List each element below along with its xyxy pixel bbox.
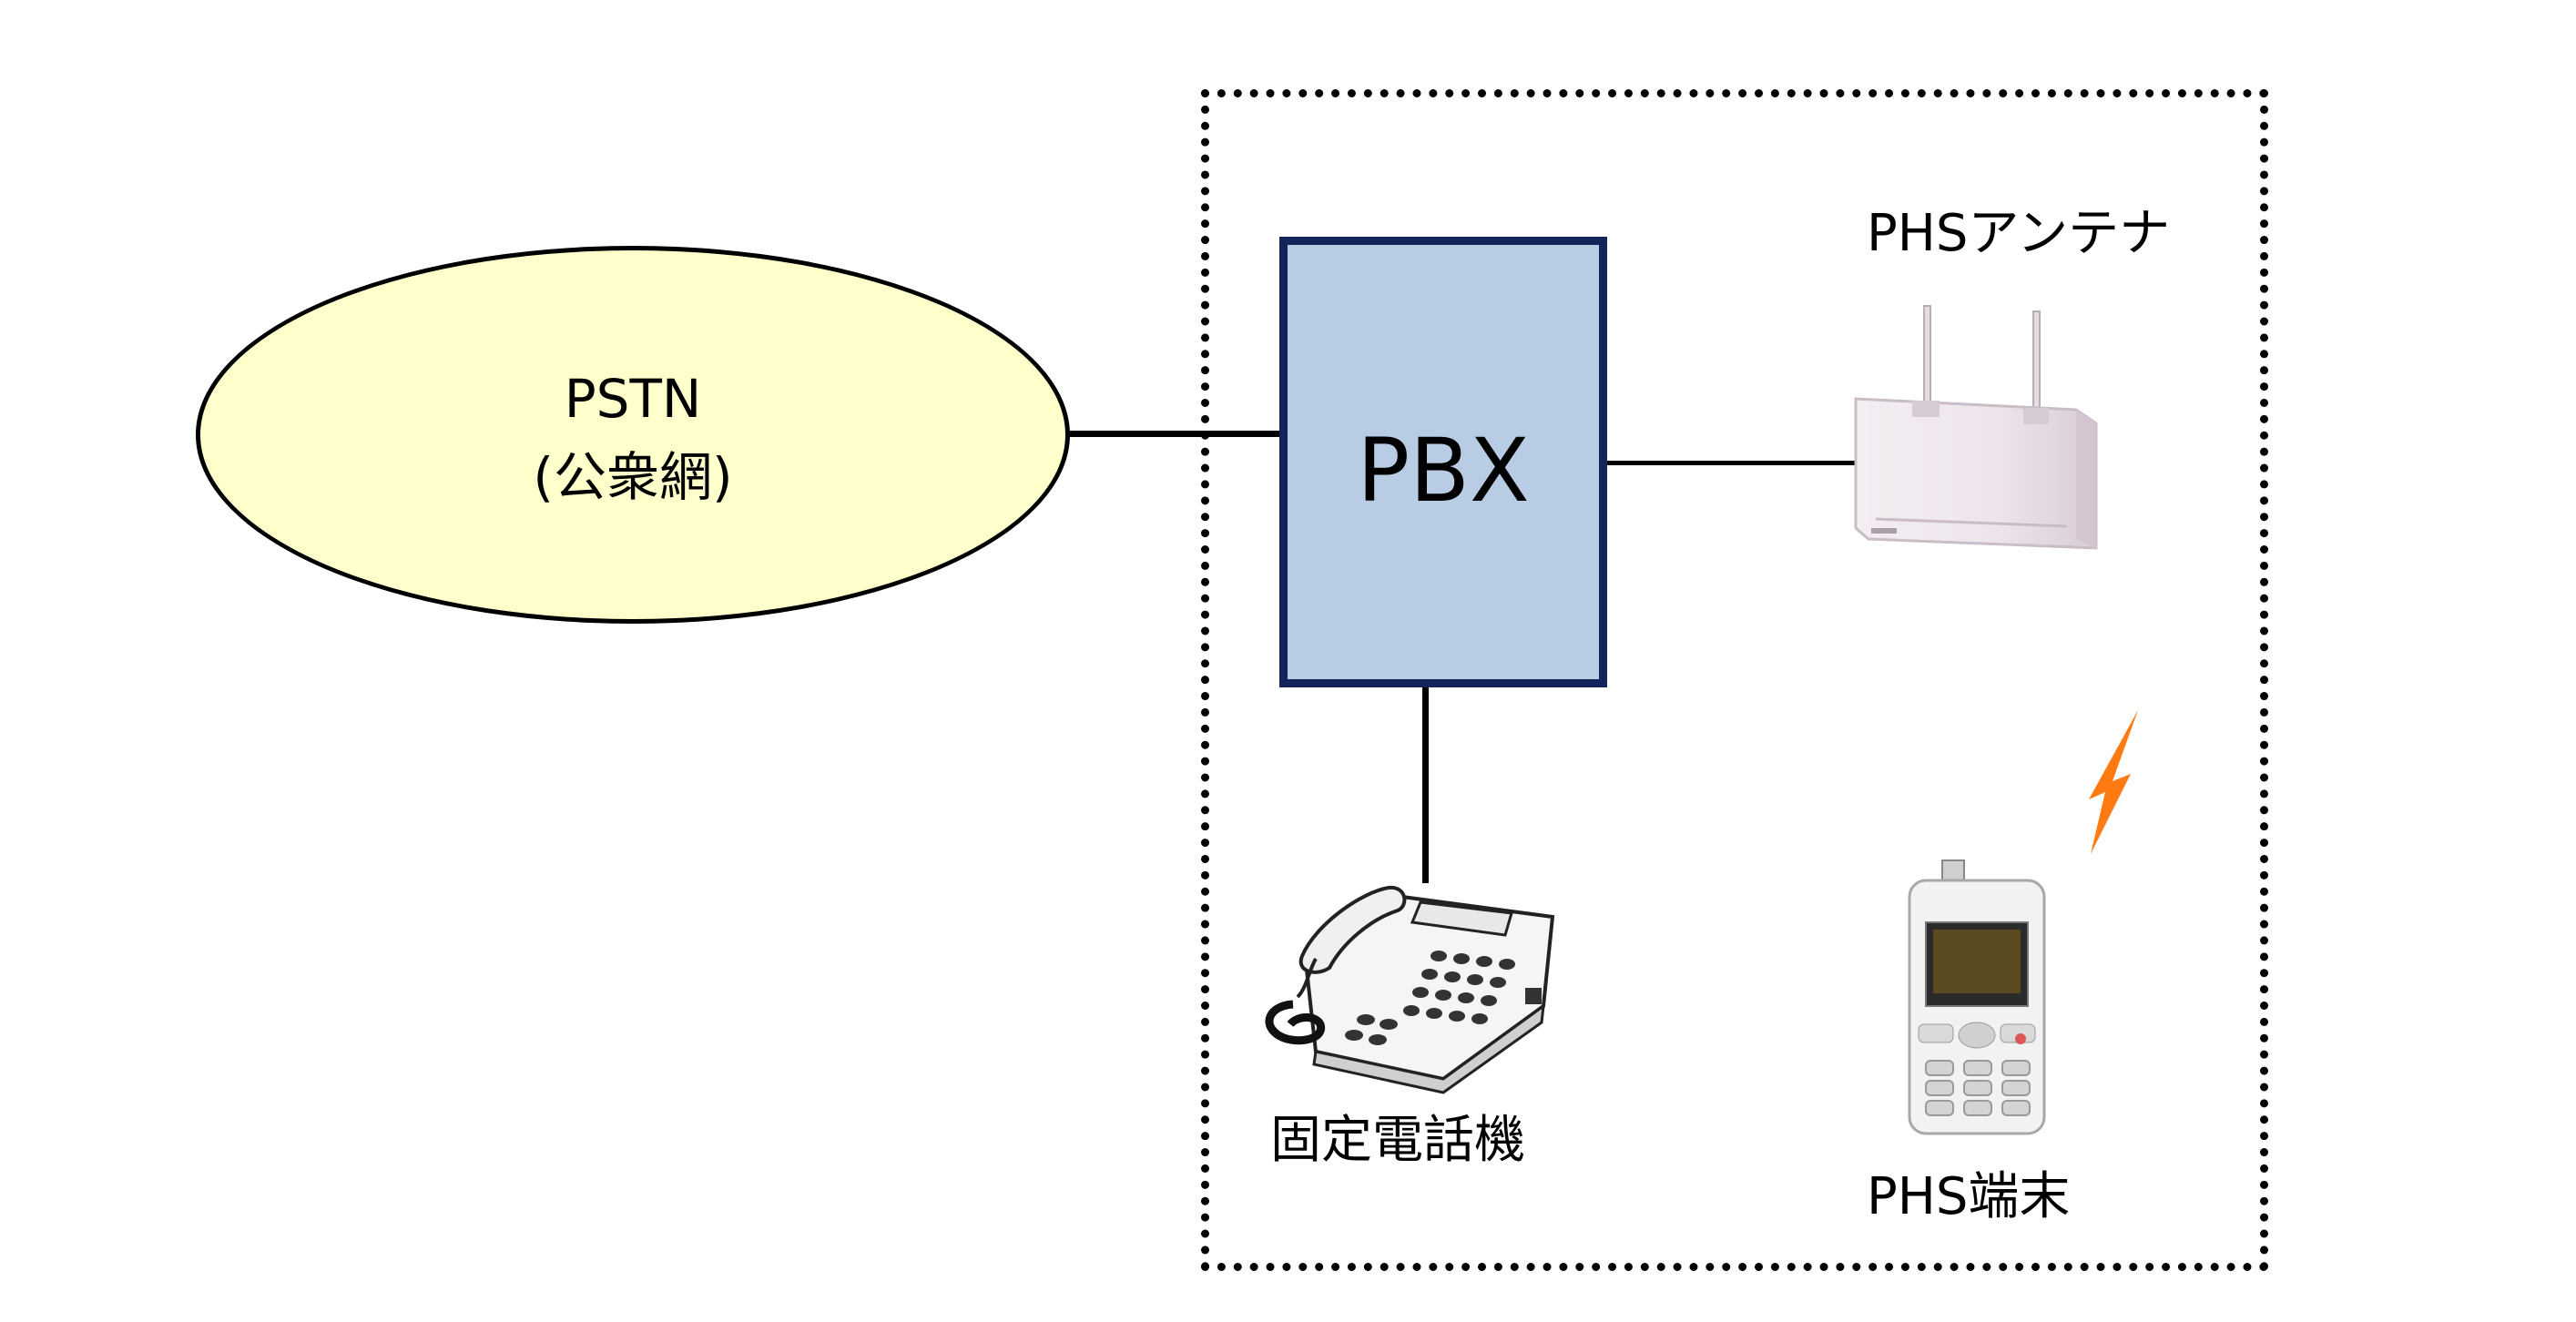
pstn-ellipse: [196, 246, 1070, 624]
pstn-pbx-link: [1065, 431, 1284, 437]
desk-phone-label: 固定電話機: [1270, 1111, 1525, 1170]
pbx-label: PBX: [1357, 420, 1530, 522]
pstn-subtitle: (公衆網): [533, 446, 733, 508]
phs-antenna-label: PHSアンテナ: [1867, 204, 2171, 263]
premises-boundary: [1201, 89, 2268, 1271]
wireless-signal-icon: [2089, 710, 2138, 854]
pbx-antenna-link: [1607, 461, 1862, 465]
pstn-name: PSTN: [564, 368, 702, 430]
phs-antenna-icon: [1854, 305, 2098, 550]
phs-handset-label: PHS端末: [1867, 1167, 2071, 1226]
pbx-box: [1279, 237, 1607, 687]
desk-phone-icon: [1265, 885, 1555, 1094]
phs-handset-icon: [1908, 859, 2046, 1135]
pbx-deskphone-link: [1422, 687, 1429, 883]
pstn-label: PSTN (公衆網): [196, 360, 1070, 516]
